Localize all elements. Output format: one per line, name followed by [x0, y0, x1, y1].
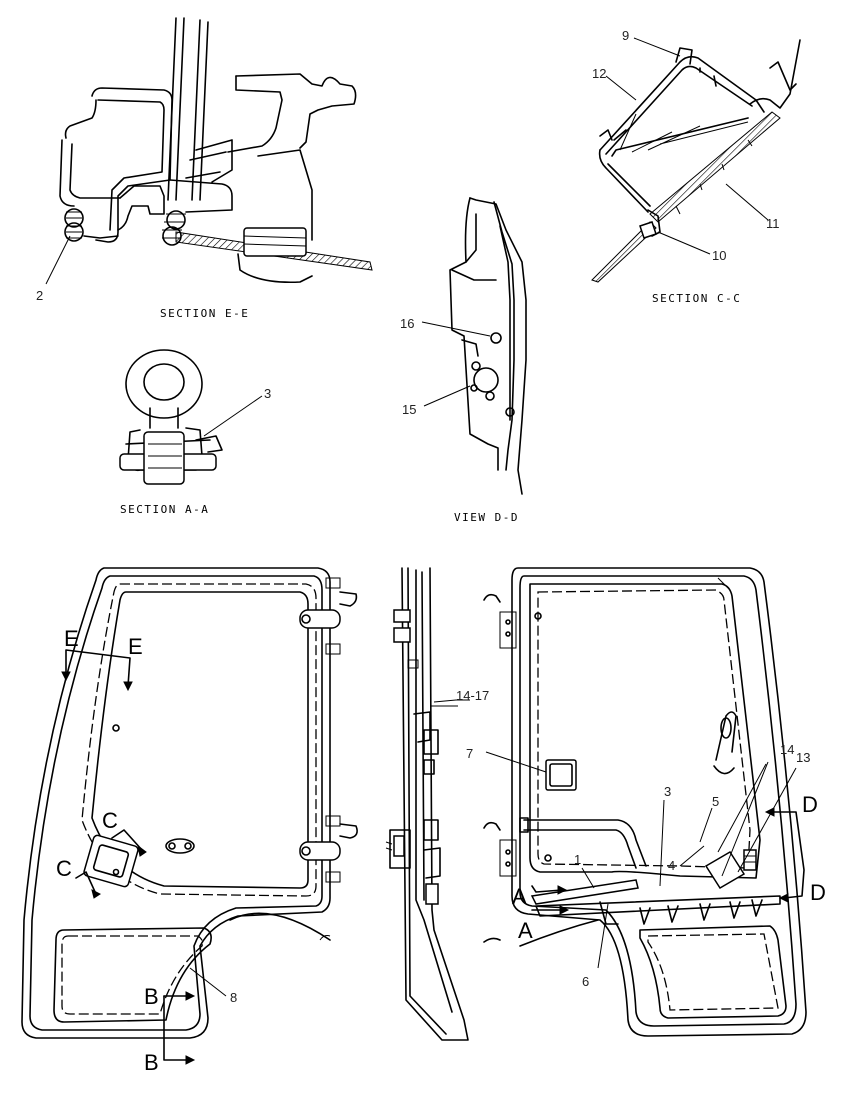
- caption-view-d-d: VIEW D-D: [454, 511, 519, 524]
- callout-7: 7: [466, 746, 473, 761]
- callout-15: 15: [402, 402, 416, 417]
- callout-16: 16: [400, 316, 414, 331]
- door-side-profile: 14-17: [385, 567, 489, 1041]
- section-marker-d-top: D: [802, 792, 818, 817]
- callout-12: 12: [592, 66, 606, 81]
- callout-14-17: 14-17: [456, 688, 489, 703]
- section-marker-b-bottom: B: [144, 1050, 159, 1075]
- caption-section-a-a: SECTION A-A: [120, 503, 209, 516]
- section-marker-d-bottom: D: [810, 880, 826, 905]
- section-marker-b-top: B: [144, 984, 159, 1009]
- view-d-d-detail: 16 15 VIEW D-D: [400, 197, 527, 524]
- section-a-a-detail: 3 SECTION A-A: [119, 349, 271, 516]
- right-door-view: 7 1 3 4 5 6 14 13 A A D D: [466, 567, 826, 1037]
- callout-9: 9: [622, 28, 629, 43]
- callout-3-door: 3: [664, 784, 671, 799]
- callout-5: 5: [712, 794, 719, 809]
- caption-section-e-e: SECTION E-E: [160, 307, 249, 320]
- callout-10: 10: [712, 248, 726, 263]
- section-e-e-detail: 2 SECTION E-E: [36, 17, 373, 320]
- section-marker-c-top: C: [102, 808, 118, 833]
- callout-6: 6: [582, 974, 589, 989]
- section-marker-e-right: E: [128, 634, 143, 659]
- callout-14-door: 14: [780, 742, 794, 757]
- section-marker-c-bottom: C: [56, 856, 72, 881]
- left-door-hinges: [299, 577, 358, 883]
- callout-11: 11: [766, 216, 780, 231]
- callout-4: 4: [668, 858, 675, 873]
- section-c-c-detail: 9 12 11 10 SECTION C-C: [591, 28, 801, 305]
- left-door-view: 8 E E C C B B: [21, 567, 358, 1075]
- section-marker-a-top: A: [512, 884, 527, 909]
- section-marker-a-bottom: A: [518, 918, 533, 943]
- callout-13: 13: [796, 750, 810, 765]
- callout-2: 2: [36, 288, 43, 303]
- caption-section-c-c: SECTION C-C: [652, 292, 741, 305]
- section-marker-e-left: E: [64, 626, 79, 651]
- callout-3-section-a: 3: [264, 386, 271, 401]
- callout-8: 8: [230, 990, 237, 1005]
- callout-1: 1: [574, 852, 581, 867]
